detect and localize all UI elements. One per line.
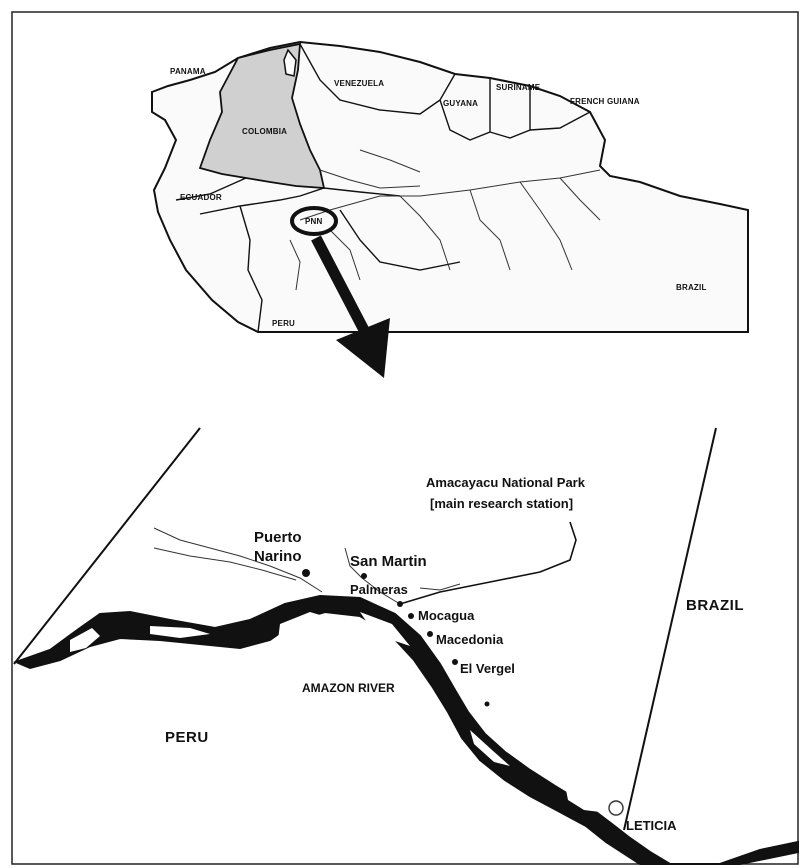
label-palmeras: Palmeras (350, 582, 408, 597)
park-leader-line (399, 521, 577, 605)
label-el-vergel: El Vergel (460, 661, 515, 676)
landmass (151, 40, 749, 333)
label-mocagua: Mocagua (418, 608, 475, 623)
highlight-oval (290, 206, 338, 236)
label-suriname: SURINAME (496, 83, 541, 92)
label-pnn: PNN (305, 217, 323, 226)
lake-maracaibo (283, 48, 297, 77)
label-brazil-detail: BRAZIL (686, 597, 744, 614)
label-macedonia: Macedonia (436, 632, 504, 647)
river-island-6 (566, 790, 600, 812)
label-colombia: COLOMBIA (242, 127, 287, 136)
leticia-marker (608, 800, 624, 816)
label-park-line2: [main research station] (430, 496, 573, 511)
dot-palmeras (397, 601, 403, 607)
detail-map: Amacayacu National Park [main research s… (13, 427, 799, 865)
label-peru-detail: PERU (165, 729, 209, 746)
amazon-river (13, 594, 799, 865)
river-island-3 (278, 612, 330, 652)
figure-border (11, 11, 799, 865)
dot-el-vergel (452, 659, 458, 665)
overview-map: PANAMA VENEZUELA GUYANA SURINAME FRENCH … (151, 40, 749, 378)
label-puerto: Puerto (254, 529, 302, 546)
rivers (289, 149, 601, 291)
label-guyana: GUYANA (443, 99, 478, 108)
funnel-line-right (623, 427, 717, 831)
dot-mocagua (408, 613, 414, 619)
dot-extra (484, 701, 490, 707)
dot-san-martin (361, 573, 367, 579)
label-panama: PANAMA (170, 67, 206, 76)
label-amazon-river: AMAZON RIVER (302, 681, 395, 695)
funnel-line-left (13, 427, 201, 665)
label-peru-overview: PERU (272, 319, 295, 328)
label-san-martin: San Martin (350, 553, 427, 570)
label-park-line1: Amacayacu National Park (426, 475, 586, 490)
colombia-region (198, 42, 326, 189)
river-island-4 (360, 612, 410, 646)
label-brazil-overview: BRAZIL (676, 283, 707, 292)
label-narino: Narino (254, 548, 302, 565)
tributaries (153, 527, 461, 605)
pointer-arrow-head (336, 318, 390, 378)
label-ecuador: ECUADOR (180, 193, 222, 202)
label-french-guiana: FRENCH GUIANA (570, 97, 640, 106)
dot-macedonia (427, 631, 433, 637)
dot-puerto-narino (302, 569, 310, 577)
river-island-2 (150, 626, 210, 638)
pointer-arrow-shaft (311, 235, 370, 335)
river-island-1 (70, 628, 100, 652)
country-borders (175, 43, 591, 333)
label-leticia: LETICIA (626, 818, 677, 833)
label-venezuela: VENEZUELA (334, 79, 384, 88)
